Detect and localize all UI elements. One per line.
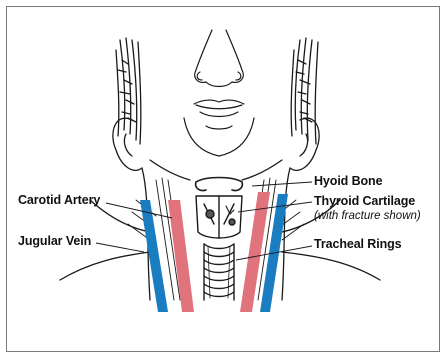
jugular-vein-label: Jugular Vein [18, 234, 91, 248]
face-features [184, 30, 254, 156]
left-jugular-vein [140, 200, 168, 312]
left-carotid-artery [168, 200, 194, 312]
tracheal-rings-label: Tracheal Rings [314, 237, 402, 251]
thyroid-cartilage [196, 196, 242, 238]
left-hair [116, 38, 141, 144]
tracheal-rings-drawing [204, 244, 234, 300]
vessels [140, 192, 288, 312]
right-hair [291, 38, 318, 144]
thyroid-fracture-note: (with fracture shown) [314, 210, 421, 222]
carotid-artery-label: Carotid Artery [18, 193, 100, 207]
thyroid-cartilage-label: Thyroid Cartilage [314, 194, 415, 208]
hyoid-bone [196, 178, 243, 191]
hyoid-bone-label: Hyoid Bone [314, 174, 382, 188]
left-ear [113, 118, 142, 170]
